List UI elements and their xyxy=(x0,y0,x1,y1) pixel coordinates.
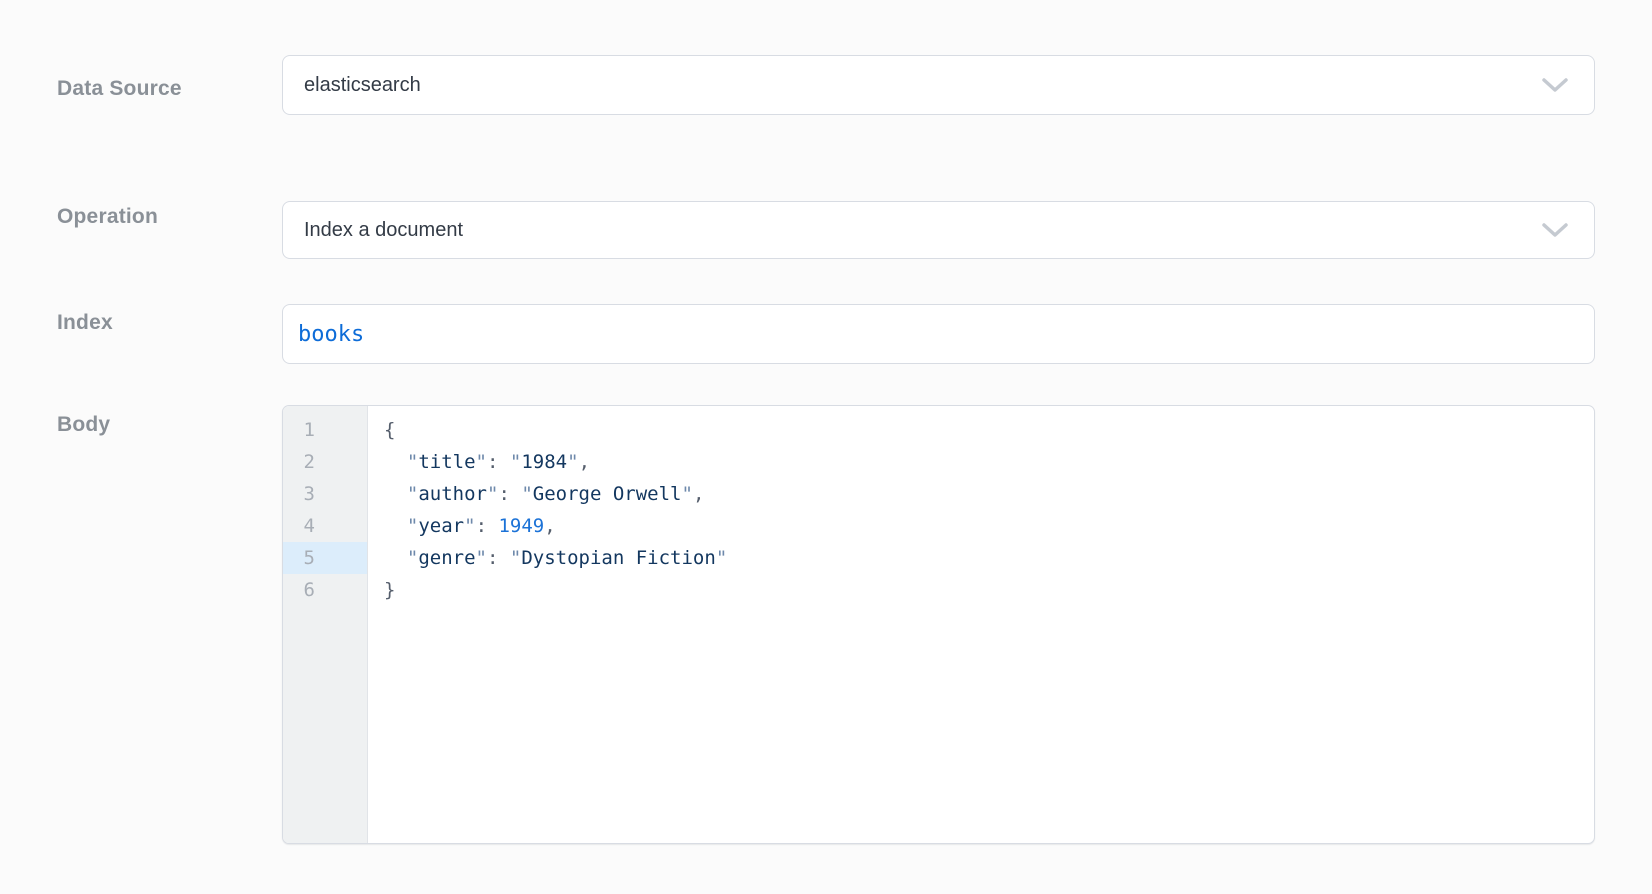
line-number: 2 xyxy=(303,451,315,473)
code-line: "title": "1984", xyxy=(406,451,591,473)
data-source-select[interactable]: elasticsearch xyxy=(282,55,1595,115)
code-line: } xyxy=(384,579,396,601)
chevron-down-icon xyxy=(1542,222,1568,238)
code-line: "genre": "Dystopian Fiction" xyxy=(406,547,728,569)
line-number: 6 xyxy=(303,579,315,601)
line-number: 4 xyxy=(303,515,315,537)
line-number: 3 xyxy=(303,483,315,505)
line-number: 5 xyxy=(283,542,367,574)
data-source-label: Data Source xyxy=(57,77,182,100)
editor-gutter: 1 2 3 4 5 6 xyxy=(283,406,368,843)
code-line: "author": "George Orwell", xyxy=(406,483,705,505)
data-source-selected-value: elasticsearch xyxy=(304,73,421,96)
operation-selected-value: Index a document xyxy=(304,218,463,241)
body-label: Body xyxy=(57,413,111,436)
index-label: Index xyxy=(57,311,113,334)
index-input[interactable] xyxy=(282,304,1595,364)
code-line: "year": 1949, xyxy=(406,515,556,537)
editor-code[interactable]: { "title": "1984", "author": "George Orw… xyxy=(368,406,1594,843)
chevron-down-icon xyxy=(1542,77,1568,93)
operation-label: Operation xyxy=(57,205,158,228)
body-code-editor[interactable]: 1 2 3 4 5 6 { "title": "1984", "author": "Geo… xyxy=(282,405,1595,844)
line-number: 1 xyxy=(303,419,315,441)
operation-select[interactable]: Index a document xyxy=(282,201,1595,259)
code-line: { xyxy=(384,419,396,441)
